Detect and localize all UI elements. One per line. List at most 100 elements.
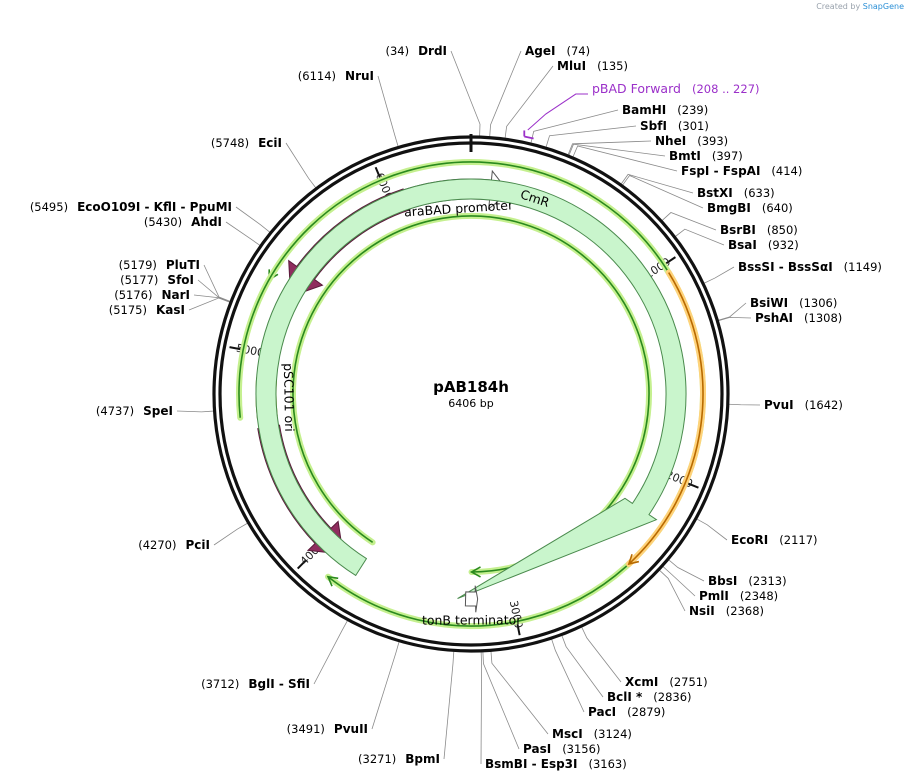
site-position: (2879) (627, 705, 665, 719)
site-name: SbfI (640, 119, 667, 133)
restriction-site[interactable]: EcoO109I - KflI - PpuMI(5495) (30, 200, 232, 214)
restriction-site[interactable]: BpmI(3271) (358, 752, 440, 766)
restriction-site[interactable]: EciI(5748) (211, 136, 282, 150)
restriction-site[interactable]: SpeI(4737) (96, 404, 173, 418)
restriction-site[interactable]: BglI - SfiI(3712) (201, 677, 310, 691)
site-position: (2751) (669, 675, 707, 689)
site-leader (450, 50, 481, 137)
restriction-site[interactable]: BamHI(239) (622, 103, 708, 117)
site-leader (489, 50, 522, 137)
site-position: (3156) (562, 742, 600, 756)
site-name: PacI (588, 705, 616, 719)
orf-line (268, 174, 395, 281)
site-position: (239) (677, 103, 708, 117)
restriction-site[interactable]: PluTI(5179) (119, 258, 200, 272)
restriction-site[interactable]: SbfI(301) (640, 119, 709, 133)
site-position: (5179) (119, 258, 157, 272)
site-leader (675, 228, 725, 246)
site-position: (1149) (844, 260, 882, 274)
site-leader (551, 638, 585, 713)
site-position: (5748) (211, 136, 249, 150)
primer-range: (208 .. 227) (692, 82, 760, 96)
restriction-site[interactable]: BsmBI - Esp3I(3163) (485, 757, 627, 771)
restriction-site[interactable]: PshAI(1308) (755, 311, 842, 325)
restriction-site[interactable]: MluI(135) (557, 59, 628, 73)
orf-line (628, 272, 704, 565)
restriction-site[interactable]: DrdI(34) (385, 44, 447, 58)
site-leader (377, 75, 399, 147)
restriction-site[interactable]: BmgBI (640) (707, 201, 793, 215)
tick-mark (516, 623, 521, 636)
restriction-site[interactable]: AgeI(74) (525, 44, 590, 58)
site-leader (285, 142, 317, 189)
site-position: (1308) (804, 311, 842, 325)
restriction-site[interactable]: AhdI(5430) (144, 215, 222, 229)
site-position: (5175) (109, 303, 147, 317)
feature-tonb[interactable] (464, 585, 479, 613)
restriction-site[interactable]: BclI *(2836) (607, 690, 692, 704)
restriction-site[interactable]: PasI(3156) (523, 742, 600, 756)
restriction-site[interactable]: PacI (2879) (588, 705, 665, 719)
site-leader (235, 206, 271, 233)
site-name: FspI - FspAI (681, 164, 760, 178)
site-position: (4737) (96, 404, 134, 418)
site-name: BbsI (708, 574, 737, 588)
restriction-site[interactable]: BbsI(2313) (708, 574, 787, 588)
site-name: EcoRI (731, 533, 768, 547)
primer-name[interactable]: pBAD Forward (592, 81, 681, 96)
restriction-site[interactable]: NheI(393) (655, 134, 728, 148)
restriction-site[interactable]: BssSI - BssSαI(1149) (738, 260, 882, 274)
feature-label-psc101: pSC101 ori (281, 363, 297, 432)
restriction-site[interactable]: BstXI(633) (697, 186, 775, 200)
restriction-site[interactable]: PvuI(1642) (764, 398, 843, 412)
orf-arrowhead (627, 553, 640, 566)
restriction-site[interactable]: PmlI(2348) (699, 589, 778, 603)
site-position: (2117) (779, 533, 817, 547)
restriction-site[interactable]: EcoRI (2117) (731, 533, 818, 547)
site-name: BsaI (728, 238, 757, 252)
site-name: AgeI (525, 44, 555, 58)
restriction-site[interactable]: BsaI(932) (728, 238, 799, 252)
restriction-site[interactable]: PciI(4270) (138, 538, 210, 552)
site-leader (718, 302, 747, 321)
site-position: (850) (767, 223, 798, 237)
site-leader (504, 65, 554, 139)
restriction-site[interactable]: BmtI(397) (669, 149, 743, 163)
site-position: (633) (744, 186, 775, 200)
restriction-site[interactable]: FspI - FspAI(414) (681, 164, 802, 178)
restriction-site[interactable]: NruI(6114) (298, 69, 374, 83)
restriction-site[interactable]: SfoI(5177) (120, 273, 194, 287)
site-leader (225, 221, 261, 246)
snapgene-watermark: Created by SnapGene (816, 2, 904, 11)
site-leader-lines (176, 50, 761, 765)
site-name: BmgBI (707, 201, 751, 215)
restriction-site[interactable]: NsiI(2368) (689, 604, 764, 618)
tick-mark (664, 256, 676, 265)
site-position: (3271) (358, 752, 396, 766)
restriction-site[interactable]: BsiWI(1306) (750, 296, 837, 310)
feature-cmr[interactable] (255, 178, 687, 600)
site-name: NarI (161, 288, 190, 302)
site-position: (5176) (114, 288, 152, 302)
restriction-site[interactable]: XcmI(2751) (625, 675, 708, 689)
site-leader (490, 651, 549, 735)
site-position: (6114) (298, 69, 336, 83)
site-position: (3712) (201, 677, 239, 691)
site-name: DrdI (418, 44, 447, 58)
restriction-site[interactable]: NarI (5176) (114, 288, 190, 302)
site-leader (622, 174, 704, 209)
restriction-site[interactable]: MscI(3124) (552, 727, 632, 741)
site-labels[interactable]: DrdI(34)AgeI(74)MluI(135)BamHI(239)SbfI(… (30, 44, 882, 771)
site-leader (568, 143, 666, 157)
restriction-site[interactable]: BsrBI(850) (720, 223, 798, 237)
site-position: (640) (762, 201, 793, 215)
site-leader (545, 125, 637, 148)
plasmid-size: 6406 bp (448, 397, 493, 410)
restriction-site[interactable]: PvuII(3491) (287, 722, 368, 736)
restriction-site[interactable]: KasI(5175) (109, 303, 185, 317)
orf-line (292, 215, 650, 573)
site-leader (203, 264, 231, 302)
orf-arrowhead (469, 566, 481, 578)
